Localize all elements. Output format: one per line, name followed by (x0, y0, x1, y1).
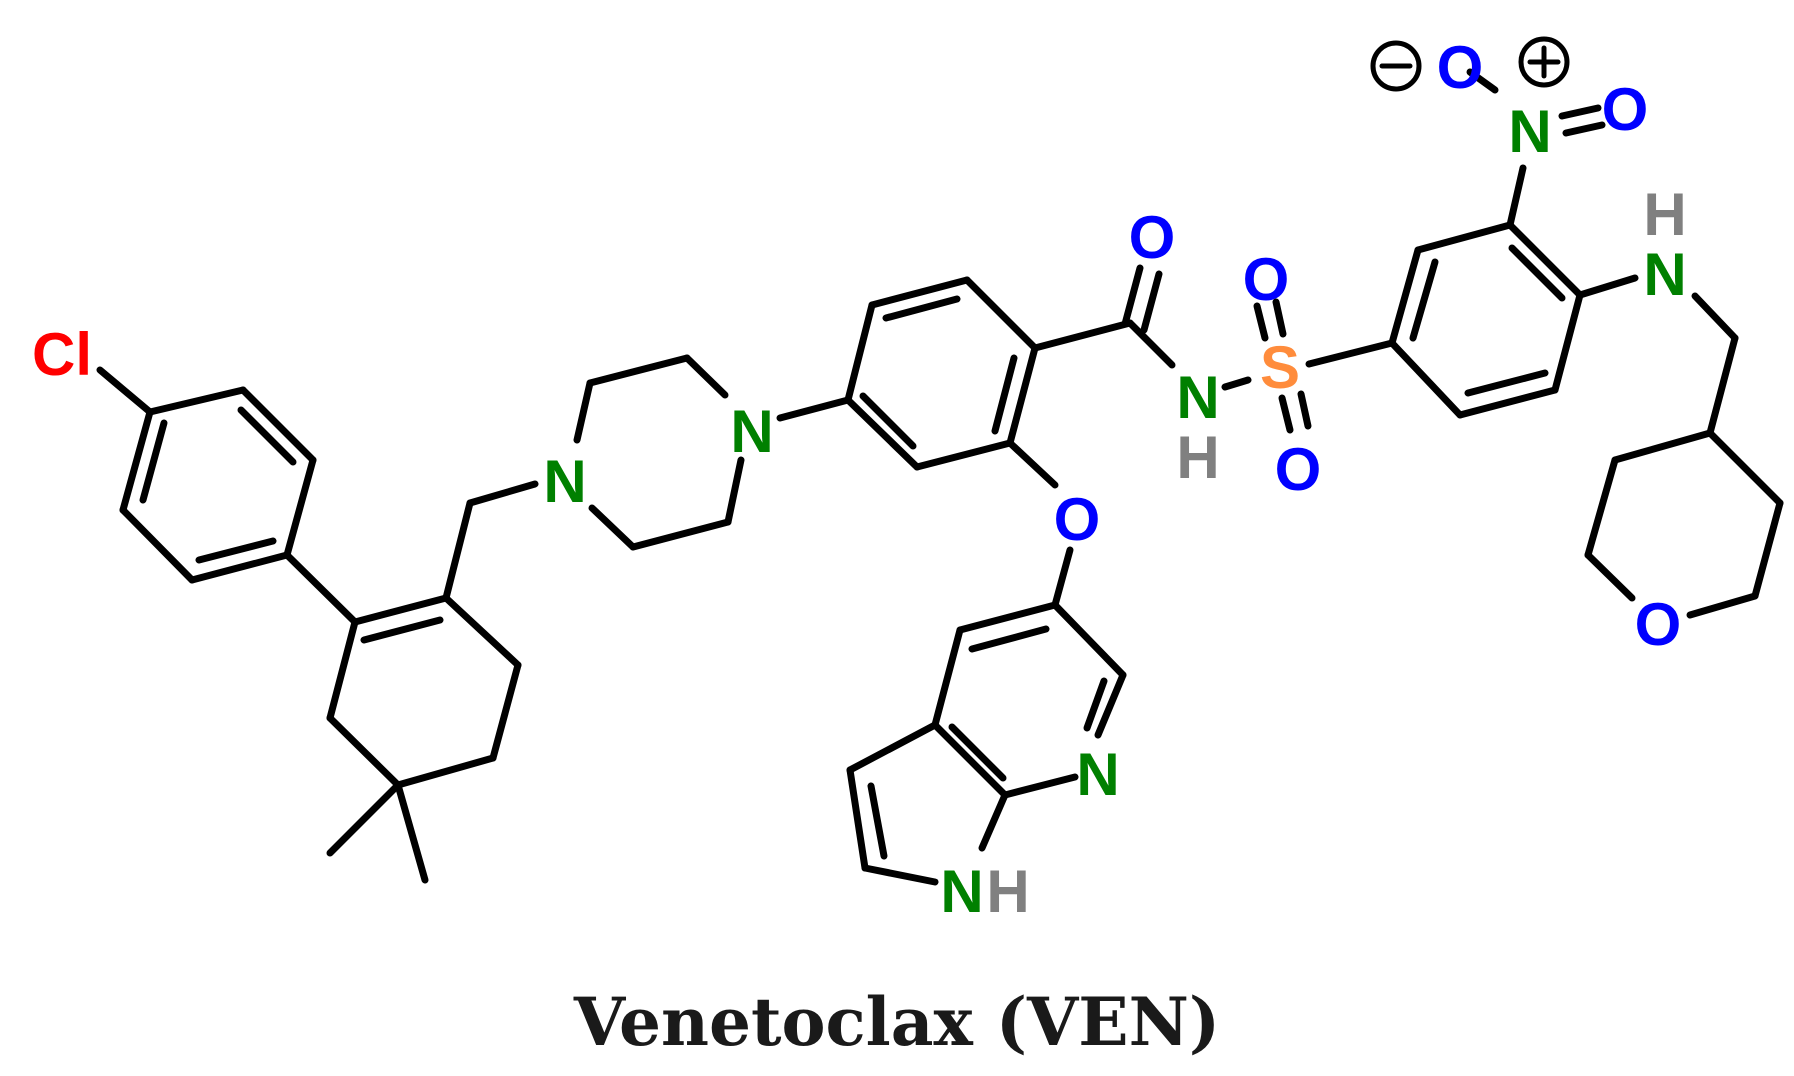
piperazine-ring (573, 354, 852, 551)
atom-oxane-oxygen: O (1635, 591, 1682, 658)
atom-amine-nitrogen: N (1643, 241, 1686, 308)
plus-charge-icon (1518, 36, 1570, 88)
minus-charge-icon (1370, 40, 1422, 92)
atom-nitro-oxygen-1: O (1437, 34, 1484, 101)
azaindole-ether (846, 439, 1127, 886)
atom-piperazine-nitrogen-1: N (543, 448, 586, 515)
atom-sulfonyl-oxygen-1: O (1243, 246, 1290, 313)
benzamide-ring (844, 276, 1039, 471)
compound-caption: Venetoclax (VEN) (573, 983, 1220, 1061)
atom-sulfonyl-oxygen-2: O (1275, 436, 1322, 503)
atom-ether-oxygen: O (1054, 486, 1101, 553)
atom-chlorine: Cl (32, 321, 92, 388)
atom-amine-hydrogen: H (1643, 181, 1686, 248)
nitrophenyl-ring (1388, 68, 1639, 419)
chlorophenyl-ring (96, 366, 317, 584)
atom-pyridine-nitrogen: N (1076, 741, 1119, 808)
atom-piperazine-nitrogen-2: N (730, 398, 773, 465)
atom-nitro-nitrogen: N (1508, 98, 1551, 165)
atom-amide-nitrogen: N (1176, 364, 1219, 431)
atom-pyrrole-nitrogen: N (940, 858, 983, 925)
atom-sulfonyl-sulfur: S (1260, 334, 1300, 401)
atom-amide-hydrogen: H (1176, 424, 1219, 491)
atom-nitro-oxygen-2: O (1602, 76, 1649, 143)
oxane-ring (1584, 292, 1784, 619)
dimethylcyclohexene-ring (283, 480, 539, 884)
atom-carbonyl-oxygen: O (1129, 204, 1176, 271)
atom-pyrrole-hydrogen: H (986, 858, 1029, 925)
acylsulfonamide-linker (1031, 264, 1396, 434)
